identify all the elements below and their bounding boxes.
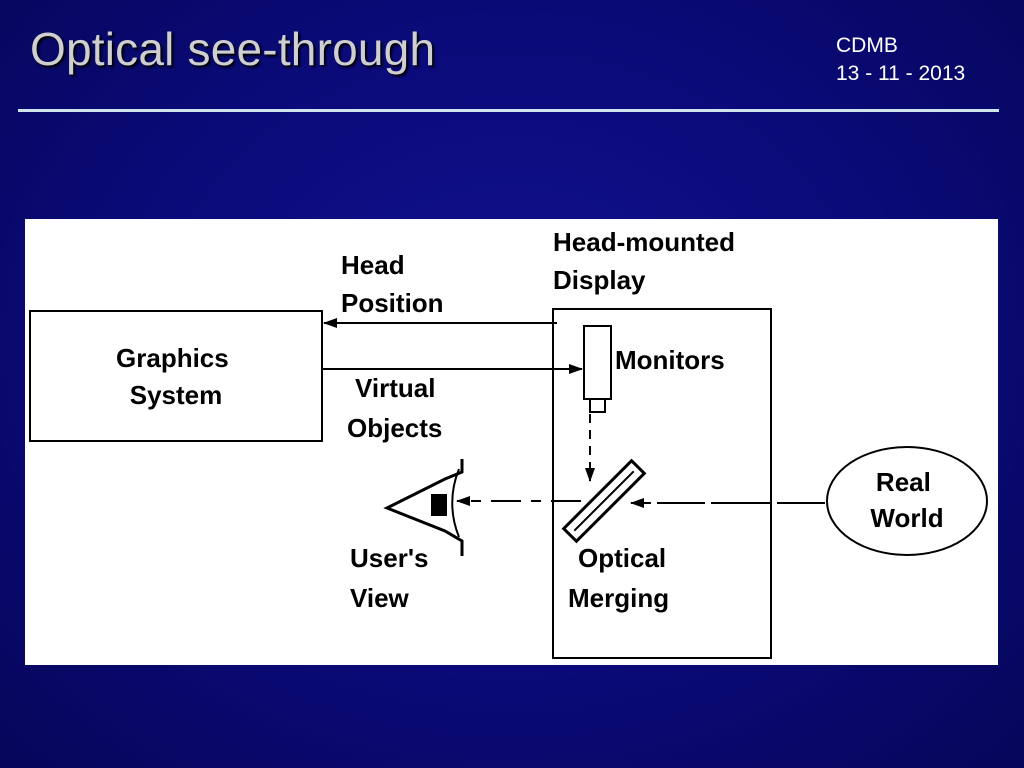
graphics-system-label: Graphics System (116, 343, 236, 410)
real-world-line-1: Real (876, 467, 931, 497)
graphics-system-line-1: Graphics (116, 343, 229, 373)
real-world-label: Real World (870, 467, 943, 533)
real-world-line-2: World (870, 503, 943, 533)
date-label: 13 - 11 - 2013 (836, 62, 966, 85)
hmd-line-1: Head-mounted (553, 227, 735, 257)
optical-merging-line-1: Optical (578, 543, 666, 573)
virtual-objects-line-2: Objects (347, 413, 442, 443)
head-mounted-display-box (552, 308, 772, 659)
head-mounted-display-label: Head-mounted Display (553, 227, 742, 295)
users-view-line-2: View (350, 583, 410, 613)
monitor-shape (583, 325, 612, 400)
virtual-objects-label: Virtual Objects (347, 373, 443, 443)
monitors-label: Monitors (615, 345, 725, 375)
head-position-label: Head Position (341, 250, 444, 318)
slide-meta: CDMB 13 - 11 - 2013 (836, 32, 965, 88)
users-view-label: User's View (350, 543, 436, 613)
head-position-line-2: Position (341, 288, 444, 318)
optical-see-through-diagram: Graphics System Head-mounted Display Hea… (25, 219, 998, 665)
virtual-objects-line-1: Virtual (355, 373, 435, 403)
users-view-line-1: User's (350, 543, 428, 573)
optical-merging-mirror (561, 458, 647, 544)
diagram-canvas: Graphics System Head-mounted Display Hea… (29, 227, 988, 659)
title-divider (18, 109, 999, 112)
graphics-system-box (29, 310, 323, 442)
slide-title: Optical see-through (30, 23, 436, 75)
eye-icon (383, 459, 464, 556)
graphics-system-line-2: System (130, 380, 223, 410)
optical-merging-line-2: Merging (568, 583, 669, 613)
hmd-line-2: Display (553, 265, 646, 295)
real-world-ellipse (826, 446, 988, 556)
optical-merging-label: Optical Merging (568, 543, 673, 613)
author-label: CDMB (836, 34, 898, 57)
monitor-base (589, 398, 606, 413)
head-position-line-1: Head (341, 250, 405, 280)
